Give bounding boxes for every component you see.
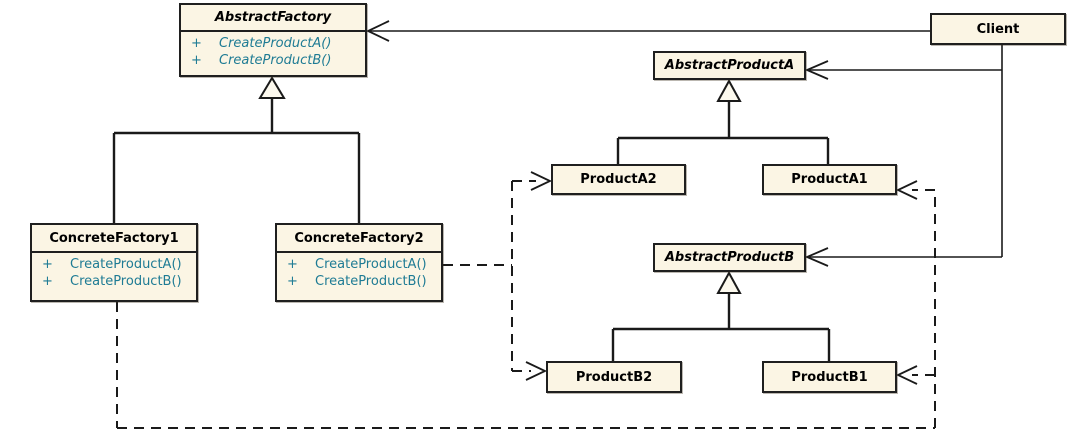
class-title: AbstractProductA [664, 58, 795, 73]
assoc-client-abstractproducts [804, 45, 1003, 267]
class-title: ProductA2 [580, 172, 657, 187]
class-title: AbstractFactory [181, 5, 365, 32]
class-title: Client [976, 21, 1020, 37]
class-abstract-factory: AbstractFactory + CreateProductA() + Cre… [179, 3, 367, 77]
method-create-product-b: + CreateProductB() [42, 274, 182, 289]
method-create-product-b: + CreateProductB() [287, 274, 427, 289]
method-create-product-a: + CreateProductA() [191, 36, 332, 51]
method-create-product-b: + CreateProductB() [191, 53, 332, 68]
dependency-concretefactory1 [116, 180, 936, 429]
class-concrete-factory1: ConcreteFactory1 + CreateProductA() + Cr… [30, 223, 198, 302]
class-product-a2: ProductA2 [551, 164, 686, 195]
class-methods: + CreateProductA() + CreateProductB() [181, 32, 365, 69]
class-title: ProductB1 [791, 369, 868, 385]
class-abstract-product-a: AbstractProductA [653, 51, 806, 80]
class-client: Client [930, 13, 1066, 45]
class-product-a1: ProductA1 [762, 164, 897, 195]
method-create-product-a: + CreateProductA() [42, 257, 182, 272]
class-title: ProductA1 [791, 172, 868, 187]
generalization-products-b [611, 270, 831, 361]
class-product-b2: ProductB2 [546, 361, 682, 393]
class-methods: + CreateProductA() + CreateProductB() [277, 253, 441, 290]
class-title: ConcreteFactory1 [32, 225, 196, 253]
class-title: ConcreteFactory2 [277, 225, 441, 253]
generalization-factories [112, 76, 361, 223]
assoc-client-abstractfactory [365, 20, 930, 42]
class-product-b1: ProductB1 [762, 361, 897, 393]
class-title: AbstractProductB [664, 250, 795, 265]
class-concrete-factory2: ConcreteFactory2 + CreateProductA() + Cr… [275, 223, 443, 302]
generalization-products-a [616, 78, 830, 164]
dependency-concretefactory2 [443, 171, 553, 381]
method-create-product-a: + CreateProductA() [287, 257, 427, 272]
class-title: ProductB2 [575, 369, 653, 385]
class-abstract-product-b: AbstractProductB [653, 243, 806, 272]
class-methods: + CreateProductA() + CreateProductB() [32, 253, 196, 290]
